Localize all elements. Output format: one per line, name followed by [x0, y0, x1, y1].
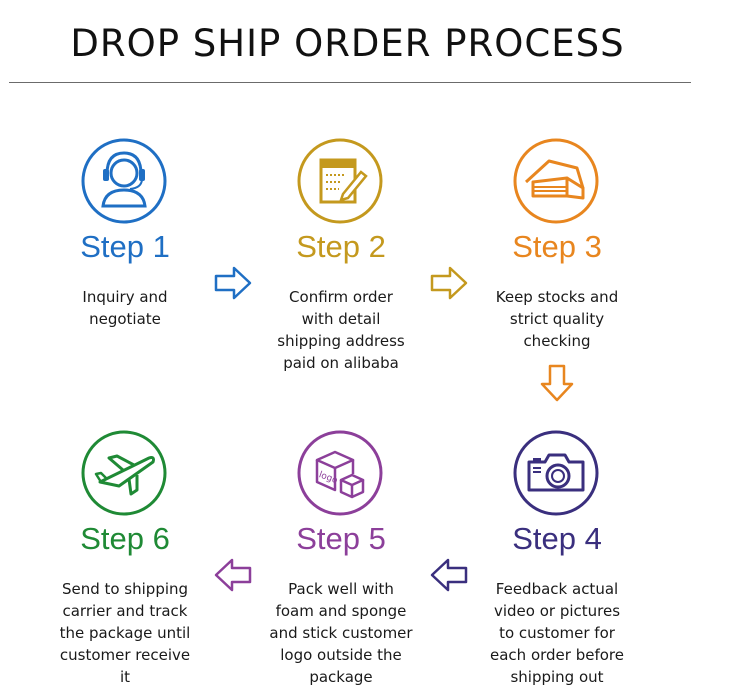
- step-2-description: Confirm order with detail shipping addre…: [277, 288, 405, 372]
- step-5-label: Step 5: [296, 521, 386, 556]
- title-divider: [9, 82, 691, 83]
- customer-service-headset-icon: [81, 138, 167, 224]
- page-title: DROP SHIP ORDER PROCESS: [70, 22, 625, 65]
- warehouse-icon: [513, 138, 599, 224]
- order-document-pencil-icon: [297, 138, 383, 224]
- step-6-description: Send to shipping carrier and track the p…: [59, 580, 191, 686]
- step-5-description: Pack well with foam and sponge and stick…: [269, 580, 413, 686]
- step-1-description: Inquiry and negotiate: [82, 288, 168, 328]
- step-3-description: Keep stocks and strict quality checking: [495, 288, 619, 350]
- airplane-icon: [81, 430, 167, 516]
- step-4-description: Feedback actual video or pictures to cus…: [490, 580, 624, 686]
- arrow-left-icon: [214, 558, 252, 592]
- step-4-label: Step 4: [512, 521, 602, 556]
- step-3-label: Step 3: [512, 229, 602, 264]
- arrow-right-icon: [214, 266, 252, 300]
- camera-icon: [513, 430, 599, 516]
- arrow-down-icon: [540, 364, 574, 402]
- step-2-label: Step 2: [296, 229, 386, 264]
- arrow-left-icon: [430, 558, 468, 592]
- logo-boxes-icon: logo: [297, 430, 383, 516]
- arrow-right-icon: [430, 266, 468, 300]
- step-6-label: Step 6: [80, 521, 170, 556]
- step-1-label: Step 1: [80, 229, 170, 264]
